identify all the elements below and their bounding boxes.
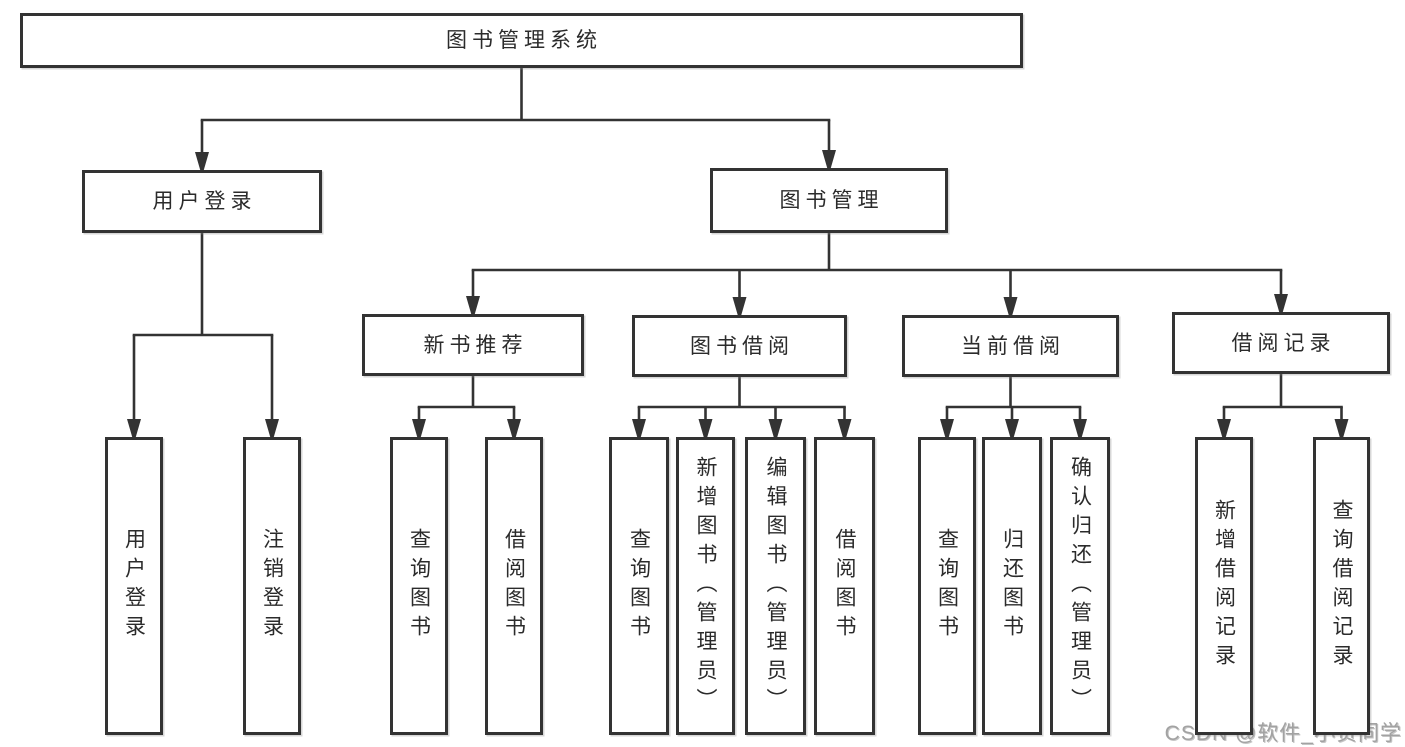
node-leaf-query-book-rec: 查询图书 bbox=[390, 437, 448, 735]
node-leaf-add-book: 新增图书（管理员） bbox=[676, 437, 735, 735]
node-leaf-query-record: 查询借阅记录 bbox=[1313, 437, 1370, 735]
node-label: 借阅记录 bbox=[1231, 331, 1336, 355]
node-label: 查询图书 bbox=[407, 528, 431, 644]
node-leaf-edit-book: 编辑图书（管理员） bbox=[745, 437, 806, 735]
node-leaf-logout: 注销登录 bbox=[243, 437, 301, 735]
node-label: 新增借阅记录 bbox=[1212, 499, 1236, 673]
node-leaf-return-book: 归还图书 bbox=[982, 437, 1042, 735]
node-label: 注销登录 bbox=[260, 528, 284, 644]
node-leaf-add-record: 新增借阅记录 bbox=[1195, 437, 1253, 735]
node-leaf-query-book-borrow: 查询图书 bbox=[609, 437, 669, 735]
node-user-login: 用户登录 bbox=[82, 170, 322, 233]
node-label: 编辑图书（管理员） bbox=[764, 455, 787, 717]
node-label: 图书借阅 bbox=[690, 334, 794, 358]
node-book-mgmt: 图书管理 bbox=[710, 168, 948, 233]
node-new-book-rec: 新书推荐 bbox=[362, 314, 584, 376]
node-current-borrow: 当前借阅 bbox=[902, 315, 1119, 377]
node-label: 新书推荐 bbox=[423, 333, 528, 357]
node-label: 查询图书 bbox=[935, 528, 959, 644]
node-label: 查询图书 bbox=[627, 528, 651, 644]
node-leaf-user-login: 用户登录 bbox=[105, 437, 163, 735]
node-label: 确认归还（管理员） bbox=[1068, 455, 1092, 717]
node-label: 图书管理系统 bbox=[446, 29, 602, 52]
node-label: 归还图书 bbox=[1000, 528, 1024, 644]
node-label: 借阅图书 bbox=[833, 528, 856, 644]
node-leaf-borrow-book-rec: 借阅图书 bbox=[485, 437, 543, 735]
node-leaf-query-book-current: 查询图书 bbox=[918, 437, 976, 735]
node-label: 图书管理 bbox=[779, 189, 884, 212]
node-label: 借阅图书 bbox=[502, 528, 526, 644]
node-book-borrow: 图书借阅 bbox=[632, 315, 847, 377]
node-leaf-confirm-return: 确认归还（管理员） bbox=[1050, 437, 1110, 735]
node-leaf-borrow-book: 借阅图书 bbox=[814, 437, 875, 735]
node-label: 用户登录 bbox=[122, 528, 146, 644]
node-label: 用户登录 bbox=[152, 190, 257, 213]
node-root: 图书管理系统 bbox=[20, 13, 1023, 68]
node-label: 当前借阅 bbox=[961, 334, 1065, 358]
node-label: 新增图书（管理员） bbox=[694, 455, 717, 717]
node-label: 查询借阅记录 bbox=[1330, 499, 1353, 673]
node-borrow-record: 借阅记录 bbox=[1172, 312, 1390, 374]
